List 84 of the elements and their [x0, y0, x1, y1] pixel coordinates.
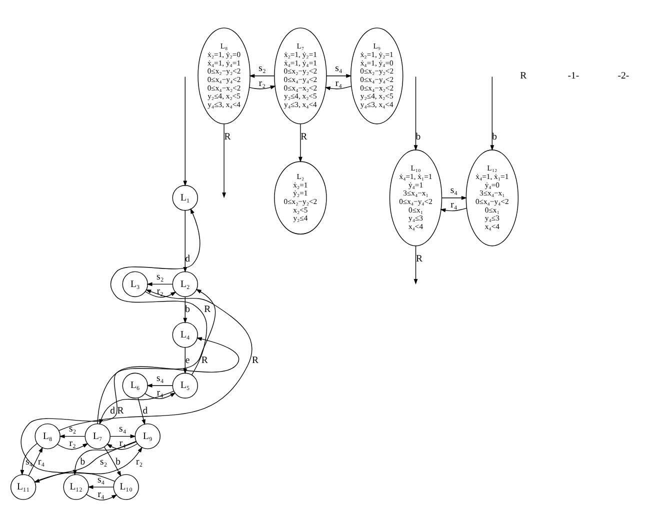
- arrow: [20, 442, 38, 475]
- edge-label: R: [117, 405, 124, 416]
- arrow: [414, 245, 418, 284]
- arrow: [222, 123, 226, 198]
- arrow: [183, 346, 188, 374]
- edge-label: e: [185, 354, 190, 366]
- arrow: [414, 76, 418, 150]
- edge-label: R: [416, 252, 422, 264]
- edge-label: s₂: [69, 423, 76, 434]
- edge-label: s₄: [335, 62, 342, 74]
- arrow: [59, 434, 86, 438]
- edge-label: r₂: [156, 286, 164, 297]
- arrow: [144, 392, 176, 398]
- edge-label: r₂: [136, 456, 143, 467]
- edge-label: b: [416, 130, 421, 142]
- edge-label: s₂: [258, 62, 266, 74]
- arrow: [86, 494, 118, 500]
- node-circle: L₇: [84, 422, 110, 449]
- arrow: [249, 73, 275, 78]
- arrow: [58, 288, 252, 430]
- label: -2-: [618, 70, 630, 81]
- node-circle: L₁₂: [63, 474, 89, 500]
- edge-label: r₄: [38, 456, 45, 467]
- arrow: [146, 282, 173, 286]
- arrow: [440, 207, 467, 212]
- node-circle: L₄: [172, 322, 198, 348]
- arrow: [104, 446, 122, 476]
- label: R: [520, 70, 527, 81]
- edge-label: s₄: [450, 184, 458, 196]
- edge-label: r₂: [69, 438, 76, 449]
- edge-label: b: [80, 456, 86, 467]
- edge-label: s₂: [156, 270, 164, 282]
- arrow: [490, 76, 494, 150]
- arrow: [57, 442, 88, 450]
- edge-label: b: [116, 456, 121, 467]
- arrow: [110, 434, 136, 438]
- node-ellipse: L₇ ẋ₂=1, ẏ₂=1 ẋ₄=1, ẏ₄=1 0≤x₂−y₂<2 0≤x₄−y₄<2 0≤x₄−x₂<2 y₂≤4, x₂<5 y₄≤3, x₄<4: [274, 27, 327, 124]
- arrow: [326, 73, 352, 78]
- node-circle: L₆: [122, 372, 148, 398]
- arrow: [110, 208, 208, 375]
- edge-label: d: [110, 405, 115, 416]
- edge-label: r₄: [156, 386, 164, 398]
- node-circle: L₈: [34, 422, 60, 449]
- node-circle: L₉: [134, 422, 160, 449]
- edge-label: b: [492, 130, 498, 142]
- edge-label: s₄: [119, 423, 126, 434]
- arrow: [183, 296, 188, 323]
- node-circle: L₁₁: [10, 474, 36, 500]
- edge-label: r₂: [258, 77, 266, 88]
- edge-label: s₄: [98, 474, 105, 485]
- node-circle: L₃: [122, 270, 148, 297]
- node-ellipse: L₁₂ ẋ₄=1, ẋ₁=1 ẏ₄=0 3≤x₄−x₁ 0≤x₄−y₄<2 0≤x₁ y₄≤3 x₄<4: [466, 149, 519, 246]
- arrow: [298, 123, 302, 162]
- edge-label: R: [224, 130, 231, 142]
- edge-label: R: [204, 304, 211, 315]
- node-ellipse: L₉ ẋ₂=1, ẏ₂=1 ẋ₄=1, ẏ₄=0 0≤x₂−y₂<2 0≤x₄−y₄<2 0≤x₄−x₂<2 y₂≤4, x₂<5 y₄≤3, x₄<4: [350, 27, 404, 124]
- arrow: [106, 442, 138, 450]
- edge-label: s₄: [156, 372, 164, 384]
- edge-label: r₄: [450, 199, 458, 210]
- node-ellipse: L₂ ẋ₂=1 ẏ₂=1 0≤x₂−y₂<2 x₂<5 y₂≤4: [274, 160, 327, 234]
- edge-label: R: [201, 354, 208, 366]
- node-circle: L₂: [172, 270, 198, 297]
- arrow: [138, 397, 146, 425]
- edge-label: r₄: [335, 77, 342, 88]
- edge-label: s₂: [100, 456, 108, 467]
- arrow: [442, 195, 467, 200]
- arrow: [88, 484, 114, 488]
- edge-label: R: [252, 354, 259, 366]
- edge-label: d: [142, 405, 148, 416]
- node-circle: L₁: [172, 184, 198, 210]
- node-ellipse: L₁₀ ẋ₄=1, ẋ₁=1 ẏ₄=1 3≤x₄−x₁ 0≤x₄−y₄<2 0≤x₁ y₄≤3 x₄<4: [389, 149, 442, 246]
- node-circle: L₁₀: [113, 474, 139, 500]
- node-circle: L₅: [172, 372, 198, 398]
- arrow: [249, 85, 276, 89]
- edge-label: d: [185, 252, 190, 264]
- arrow: [146, 383, 173, 388]
- arrow: [183, 76, 188, 186]
- arrow: [324, 85, 352, 90]
- node-ellipse: L₈ ẋ₂=1, ẏ₂=0 ẋ₄=1, ẏ₄=1 0≤x₂−y₂<2 0≤x₄−y₄<2 0≤x₄−x₂<2 y₂≤4, x₂<5 y₄≤3, x₄<4: [198, 27, 250, 124]
- edge-label: b: [185, 304, 190, 315]
- label: -1-: [568, 70, 580, 81]
- arrow: [145, 290, 176, 298]
- edge-label: r₄: [98, 488, 104, 500]
- edge-label: R: [300, 130, 308, 142]
